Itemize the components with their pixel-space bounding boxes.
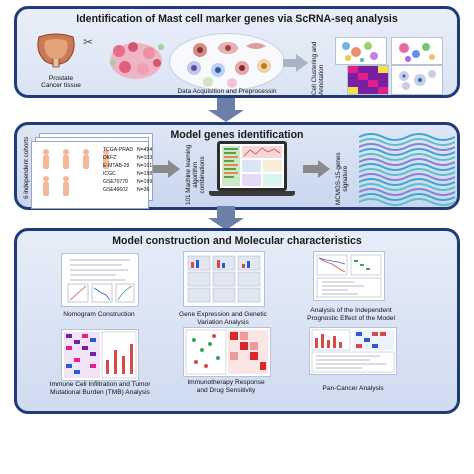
caption-gene-expression: Gene Expression and Genetic Variation An… [179,311,267,326]
gene-expression-thumbnail [183,251,265,307]
pan-cancer-thumbnail [309,327,397,375]
cell-types-ellipse [169,33,285,91]
model-genes-panel-title: Model genes identification [170,129,304,141]
laptop-screen [217,141,287,191]
nomogram-thumbnail [61,253,139,307]
model-genes-panel: Model genes identification 6 independent… [14,122,460,210]
caption-prognostic: Analysis of the Independent Prognostic E… [307,307,395,322]
scissors-icon: ✂ [83,35,94,49]
flow-arrow-2 [208,206,244,230]
immune-infiltration-thumbnail [61,329,139,381]
ml-combinations-label: 101 Machine learning algorithm combinati… [185,144,207,205]
laptop-base [209,191,295,196]
arrow-head-icon [168,160,180,178]
caption-immune-infiltration: Immune Cell Infiltration and Tumor Mutat… [49,381,151,396]
human-figures-icon [43,149,109,196]
cohorts-label: 6 independent cohorts [23,136,30,199]
signature-label: MCMGS-15-genes signature [335,152,350,206]
prostate-tissue-label: Prostate Cancer tissue [41,75,81,90]
cohort-sheet [31,141,149,209]
arrow-to-ml [153,165,169,173]
tissue-sample-icon [110,42,164,79]
arrow-to-signature [303,165,319,173]
caption-pan-cancer: Pan-Cancer Analysis [322,385,384,392]
marker-heatmap [347,65,389,95]
signature-waves [359,133,455,206]
caption-immunotherapy: Immunotherapy Response and Drug Sensitiv… [187,379,265,394]
umap-plot-1 [335,37,387,65]
prognostic-thumbnail [313,251,385,301]
umap-plot-2 [391,37,443,65]
model-construction-panel-title: Model construction and Molecular charact… [112,235,362,247]
cell-clustering-label: Cell Clustering and Annotation [311,41,326,95]
prostate-organ-icon [37,33,75,68]
arrow-head-icon [318,160,330,178]
data-acquisition-label: Data Acquisition and Preprocessin [177,88,277,95]
scrna-seq-panel: Identification of Mast cell marker genes… [14,6,460,98]
arrow-head-icon [296,54,308,72]
arrow-to-clustering [283,59,297,67]
caption-nomogram: Nomogram Construction [63,311,135,318]
immunotherapy-thumbnail [183,327,271,377]
model-construction-panel: Model construction and Molecular charact… [14,228,460,414]
feature-plot [391,65,443,95]
scrna-seq-panel-title: Identification of Mast cell marker genes… [76,13,398,25]
flow-arrow-1 [208,98,244,122]
